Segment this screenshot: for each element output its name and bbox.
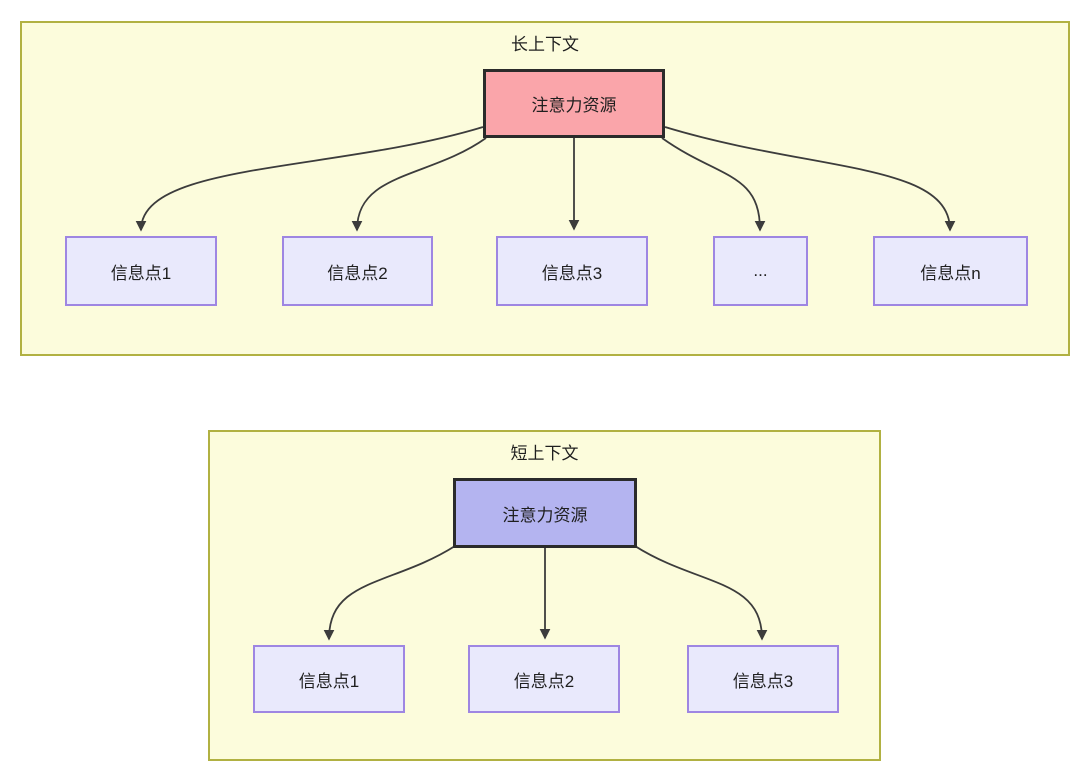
long-info-label-2: 信息点2	[327, 263, 388, 283]
long-info-box-2: 信息点2	[282, 236, 433, 306]
long-info-box-dots: ...	[713, 236, 808, 306]
long-info-label-3: 信息点3	[541, 263, 603, 283]
long-info-label-1: 信息点1	[110, 263, 172, 283]
short-info-box-2: 信息点2	[468, 645, 620, 713]
short-info-label-3: 信息点3	[732, 671, 794, 691]
short-info-label-2: 信息点2	[513, 671, 575, 691]
short-info-box-1: 信息点1	[253, 645, 405, 713]
short-attention-box: 注意力资源	[453, 478, 637, 548]
long-context-title: 长上下文	[511, 35, 579, 54]
long-attention-box: 注意力资源	[483, 69, 665, 138]
long-info-label-n: 信息点n	[920, 263, 981, 283]
long-attention-label: 注意力资源	[531, 96, 617, 115]
short-info-label-1: 信息点1	[298, 671, 360, 691]
long-info-box-n: 信息点n	[873, 236, 1028, 306]
short-info-box-3: 信息点3	[687, 645, 839, 713]
long-info-box-1: 信息点1	[65, 236, 217, 306]
short-attention-label: 注意力资源	[502, 505, 588, 525]
long-info-box-3: 信息点3	[496, 236, 648, 306]
long-info-label-dots: ...	[753, 261, 768, 280]
short-context-title: 短上下文	[510, 444, 579, 463]
